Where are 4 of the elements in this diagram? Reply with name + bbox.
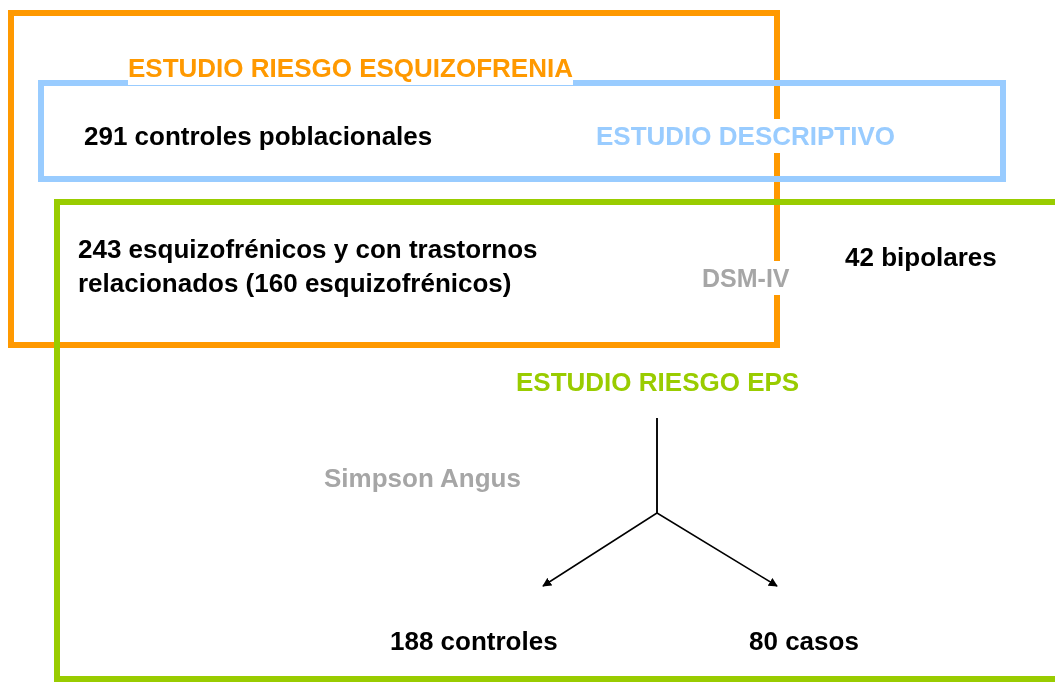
- arrow: [656, 417, 778, 587]
- study-frame: [38, 80, 1006, 182]
- study-heading: ESTUDIO DESCRIPTIVO: [596, 119, 896, 153]
- criteria-label: DSM-IV: [702, 261, 790, 295]
